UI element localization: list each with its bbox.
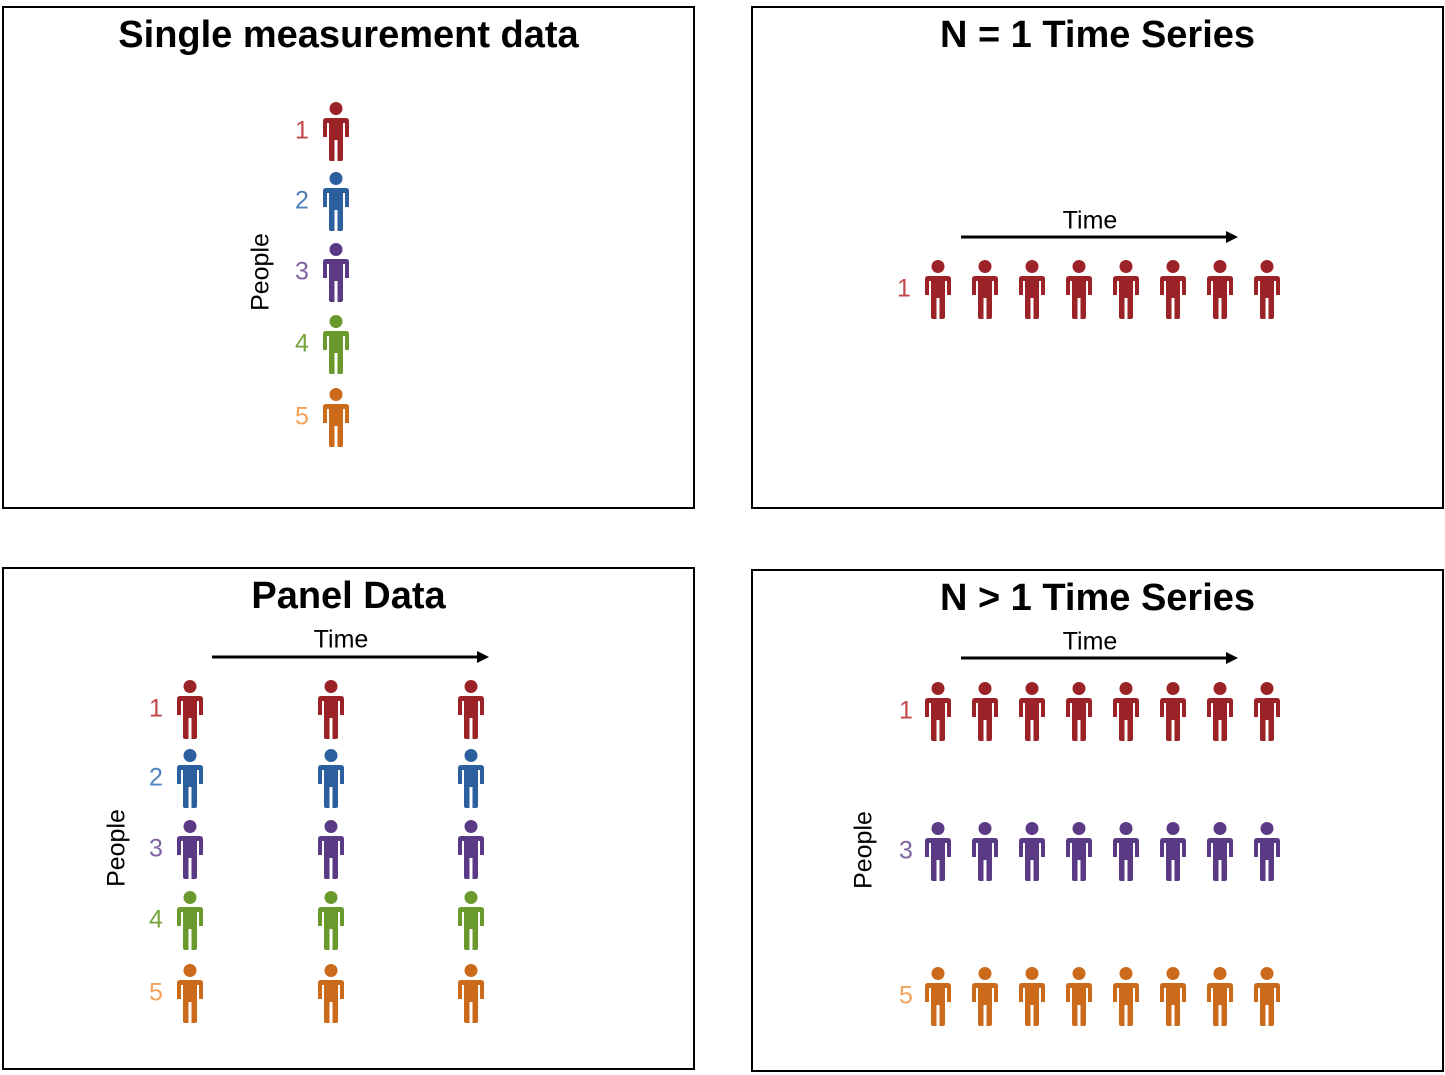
person-icon <box>1254 260 1280 319</box>
person-icon <box>1207 822 1233 881</box>
person-number-label: 5 <box>295 402 309 431</box>
person-number-label: 5 <box>899 981 913 1010</box>
person-icon <box>1113 682 1139 741</box>
person-icon <box>177 964 203 1023</box>
person-icon <box>925 682 951 741</box>
person-icon <box>458 820 484 879</box>
person-icon <box>318 891 344 950</box>
person-icon <box>1066 967 1092 1026</box>
time-arrow-icon <box>961 652 1238 664</box>
person-icon <box>1019 260 1045 319</box>
person-icon <box>1113 822 1139 881</box>
time-arrow-icon <box>212 651 489 663</box>
person-icon <box>1019 967 1045 1026</box>
person-icon <box>177 891 203 950</box>
person-number-label: 2 <box>149 763 163 792</box>
person-icon <box>925 260 951 319</box>
person-icon <box>177 820 203 879</box>
person-icon <box>318 680 344 739</box>
person-icon <box>1160 967 1186 1026</box>
panel-title: Single measurement data <box>118 14 579 56</box>
person-icon <box>318 820 344 879</box>
person-icon <box>972 822 998 881</box>
person-number-label: 3 <box>899 836 913 865</box>
person-icon <box>925 822 951 881</box>
person-icon <box>1160 260 1186 319</box>
person-icon <box>323 315 349 374</box>
person-icon <box>972 967 998 1026</box>
person-icon <box>458 680 484 739</box>
person-icon <box>1113 967 1139 1026</box>
people-axis-label: People <box>102 809 131 887</box>
person-icon <box>1207 967 1233 1026</box>
panel-n1-time-series <box>751 6 1444 509</box>
people-axis-label: People <box>849 811 878 889</box>
person-icon <box>1066 822 1092 881</box>
person-number-label: 3 <box>295 257 309 286</box>
person-icon <box>177 749 203 808</box>
person-icon <box>323 172 349 231</box>
person-number-label: 1 <box>149 694 163 723</box>
person-icon <box>323 243 349 302</box>
person-icon <box>925 967 951 1026</box>
person-number-label: 1 <box>899 696 913 725</box>
person-icon <box>1207 682 1233 741</box>
person-number-label: 3 <box>149 834 163 863</box>
person-icon <box>1019 682 1045 741</box>
panel-panel-data <box>2 567 695 1070</box>
person-icon <box>1160 822 1186 881</box>
time-axis-label: Time <box>1062 206 1118 235</box>
person-number-label: 4 <box>149 905 163 934</box>
panel-title: N > 1 Time Series <box>939 577 1256 619</box>
person-icon <box>323 388 349 447</box>
person-icon <box>1066 260 1092 319</box>
panel-title: Panel Data <box>251 575 446 617</box>
person-icon <box>458 891 484 950</box>
time-arrow-icon <box>961 231 1238 243</box>
person-number-label: 4 <box>295 329 309 358</box>
person-icon <box>1019 822 1045 881</box>
person-icon <box>972 682 998 741</box>
person-number-label: 1 <box>295 116 309 145</box>
person-icon <box>1160 682 1186 741</box>
person-icon <box>972 260 998 319</box>
person-icon <box>458 964 484 1023</box>
person-icon <box>1207 260 1233 319</box>
person-icon <box>1254 822 1280 881</box>
panel-title: N = 1 Time Series <box>939 14 1256 56</box>
person-icon <box>323 102 349 161</box>
time-axis-label: Time <box>313 625 369 654</box>
person-icon <box>1254 682 1280 741</box>
person-number-label: 2 <box>295 186 309 215</box>
panel-single-measurement <box>2 6 695 509</box>
people-axis-label: People <box>246 233 275 311</box>
person-icon <box>318 964 344 1023</box>
person-number-label: 1 <box>897 274 911 303</box>
person-icon <box>318 749 344 808</box>
panel-n-gt-1-time-series <box>751 569 1444 1072</box>
person-icon <box>177 680 203 739</box>
person-icon <box>1066 682 1092 741</box>
time-axis-label: Time <box>1062 627 1118 656</box>
person-icon <box>1113 260 1139 319</box>
person-number-label: 5 <box>149 978 163 1007</box>
person-icon <box>1254 967 1280 1026</box>
person-icon <box>458 749 484 808</box>
